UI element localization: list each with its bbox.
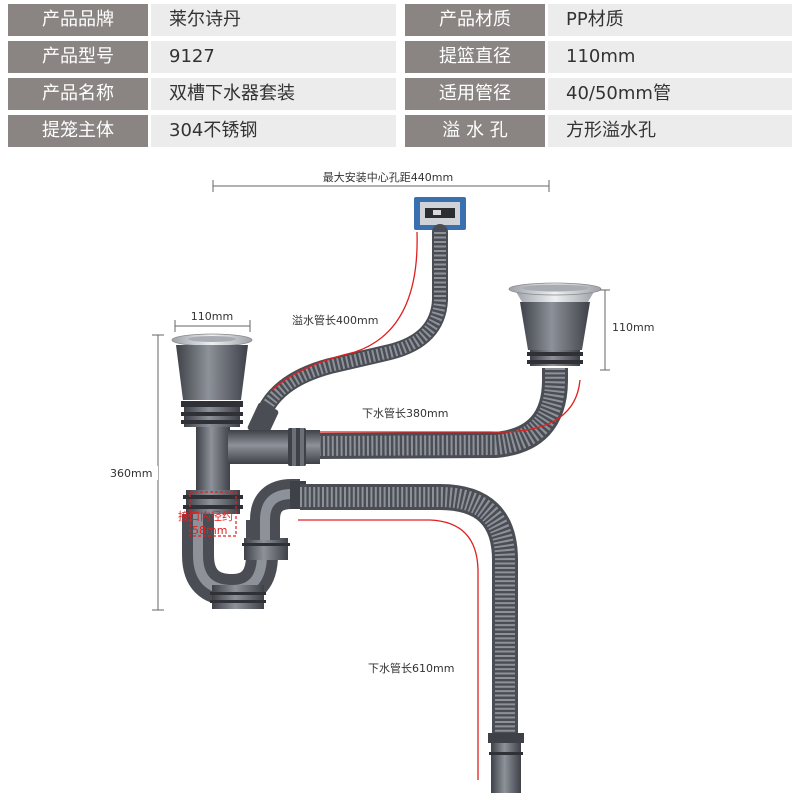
- center-distance-dimension: 最大安装中心孔距440mm: [212, 170, 550, 192]
- overflow-pipe-label: 溢水管长400mm: [292, 313, 378, 327]
- overflow-assembly: 溢水管长400mm: [247, 197, 466, 438]
- left-tail-pipe: [196, 427, 230, 491]
- overall-height-label: 360mm: [110, 467, 152, 480]
- spec-row: 提笼主体 304不锈钢 溢 水 孔 方形溢水孔: [8, 115, 792, 147]
- sink-drain-diagram: 最大安装中心孔距440mm 溢水管长400mm 下水管长380mm 110mm: [110, 170, 654, 793]
- right-basket-diameter-label: 110mm: [612, 321, 654, 334]
- drain-tail: [491, 743, 521, 793]
- spec-row: 产品品牌 莱尔诗丹 产品材质 PP材质: [8, 4, 792, 36]
- overall-height-dimension: 360mm: [110, 334, 164, 611]
- right-basket-assembly: 下水管长380mm: [315, 282, 602, 459]
- drain-pipe-610: [300, 484, 518, 735]
- joint-diameter-label-line2: 58mm: [192, 524, 227, 537]
- overflow-red-guide: [271, 231, 418, 391]
- drain-pipe-610-assembly: 下水管长610mm: [298, 484, 524, 793]
- spec-value: 9127: [151, 41, 396, 73]
- spec-value: 方形溢水孔: [548, 115, 792, 147]
- spec-label: 适用管径: [405, 78, 545, 110]
- spec-value: 双槽下水器套装: [151, 78, 396, 110]
- spec-label: 提篮直径: [405, 41, 545, 73]
- spec-label: 提笼主体: [8, 115, 148, 147]
- spec-label: 产品材质: [405, 4, 545, 36]
- spec-value: 304不锈钢: [151, 115, 396, 147]
- drain380-red-guide: [315, 379, 581, 433]
- center-distance-label: 最大安装中心孔距440mm: [323, 170, 453, 184]
- spec-row: 产品名称 双槽下水器套装 适用管径 40/50mm管: [8, 78, 792, 110]
- spec-value: 110mm: [548, 41, 792, 73]
- left-basket-diameter-label: 110mm: [191, 310, 233, 323]
- spec-value: 40/50mm管: [548, 78, 792, 110]
- spec-value: 莱尔诗丹: [151, 4, 396, 36]
- drain-pipe-380-label: 下水管长380mm: [362, 406, 448, 420]
- joint-diameter-callout: 接口内径约 58mm: [178, 491, 237, 537]
- joint-diameter-label-line1: 接口内径约: [178, 509, 233, 523]
- spec-value: PP材质: [548, 4, 792, 36]
- trap-nut: [186, 490, 240, 514]
- drain-pipe-610-label: 下水管长610mm: [368, 661, 454, 675]
- spec-label: 产品品牌: [8, 4, 148, 36]
- spec-table: 产品品牌 莱尔诗丹 产品材质 PP材质 产品型号 9127 提篮直径 110mm…: [8, 4, 792, 148]
- drain610-red-guide: [298, 519, 479, 780]
- spec-label: 产品名称: [8, 78, 148, 110]
- spec-label: 溢 水 孔: [405, 115, 545, 147]
- left-basket-dimension: 110mm: [174, 310, 251, 332]
- tee-connector: [228, 430, 320, 464]
- spec-row: 产品型号 9127 提篮直径 110mm: [8, 41, 792, 73]
- spec-label: 产品型号: [8, 41, 148, 73]
- left-basket-assembly: [171, 333, 320, 609]
- right-basket-dimension: 110mm: [600, 289, 654, 371]
